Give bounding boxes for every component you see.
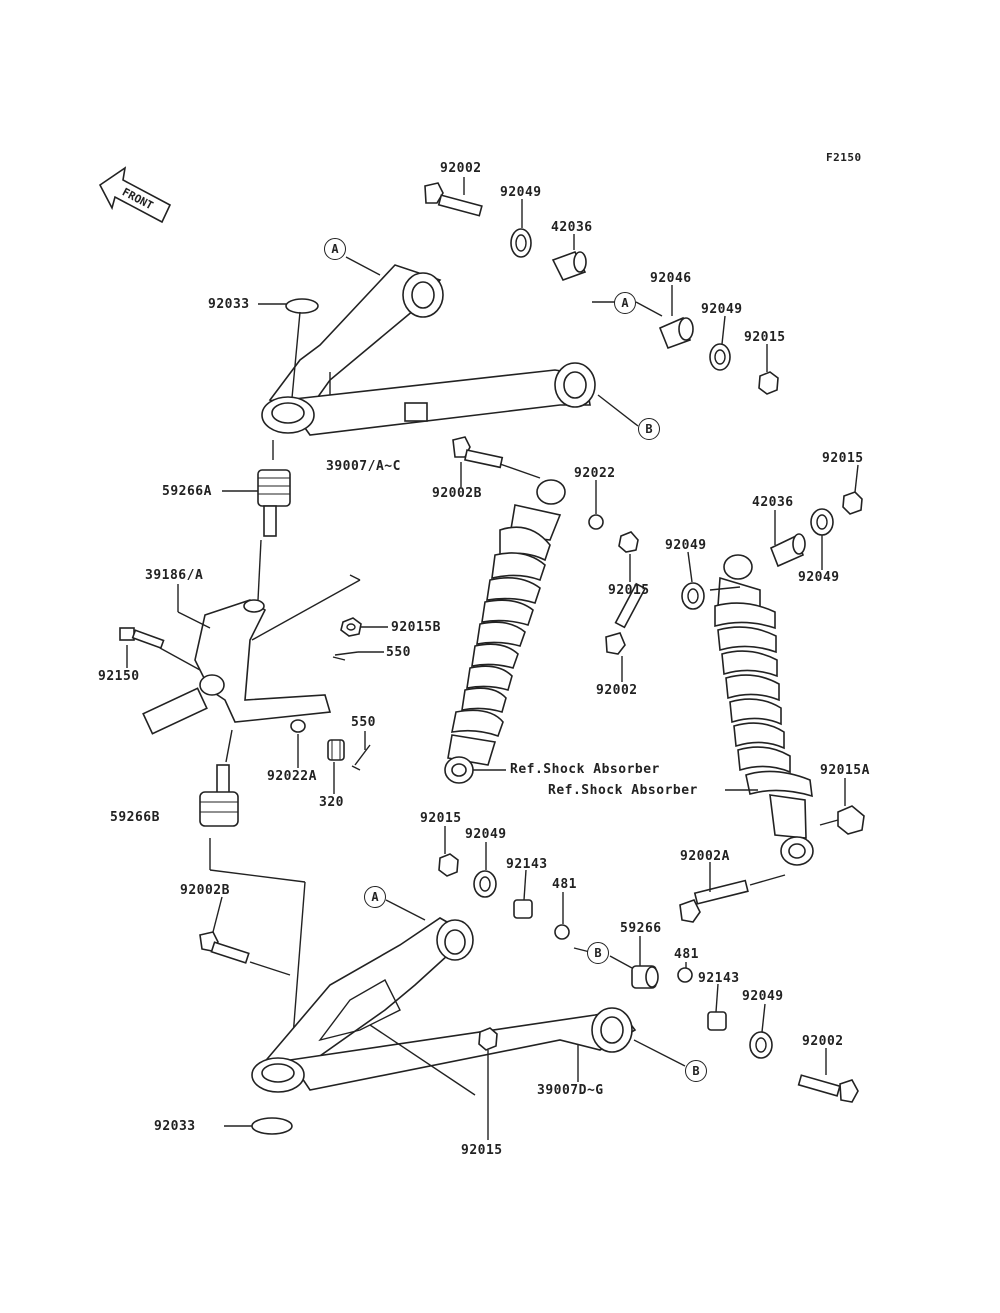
label-92002-mid: 92002: [596, 683, 638, 698]
washer-92049-low2: [749, 1031, 773, 1059]
collar-92143-a: [513, 899, 533, 919]
nut-92015-shock1: [618, 531, 639, 553]
bolt-92002-mid: [605, 582, 647, 655]
washer-92022: [588, 514, 604, 530]
label-92015-right: 92015: [822, 451, 864, 466]
label-92049-low: 92049: [465, 827, 507, 842]
label-92143-b: 92143: [698, 971, 740, 986]
cotter-pin-550b: [351, 744, 371, 771]
marker-a-upper: A: [324, 238, 346, 260]
label-59266b: 59266B: [110, 810, 160, 825]
cotter-pin-550a: [332, 651, 359, 661]
upper-a-arm: [261, 264, 596, 436]
bolt-92002b-low: [199, 931, 291, 976]
figure-code: F2150: [826, 151, 862, 164]
bolt-92002-low: [797, 1074, 859, 1103]
label-59266a: 59266A: [162, 484, 212, 499]
nut-92015b: [340, 617, 362, 637]
washer-92049-mid: [709, 343, 731, 371]
nut-92015-top: [758, 371, 779, 395]
label-481-b: 481: [674, 947, 699, 962]
label-481-a: 481: [552, 877, 577, 892]
marker-b-mid: B: [587, 942, 609, 964]
bushing-92046: [658, 316, 694, 350]
nut-92015-bottom: [478, 1027, 498, 1051]
label-92015a: 92015A: [820, 763, 870, 778]
label-550-a: 550: [386, 645, 411, 660]
label-42036-right: 42036: [752, 495, 794, 510]
collar-92143-b: [707, 1011, 727, 1031]
circlip-92033-top: [285, 298, 319, 314]
label-92049-mid: 92049: [701, 302, 743, 317]
shock-absorber-1: [444, 479, 566, 784]
label-550-b: 550: [351, 715, 376, 730]
washer-92049-shock2b: [810, 508, 834, 536]
label-92049-low2: 92049: [742, 989, 784, 1004]
ball-joint-upper: [257, 440, 291, 601]
collar-42036-right: [769, 533, 806, 568]
castle-nut-320: [327, 739, 345, 761]
nut-92015-low: [438, 853, 459, 877]
label-92046: 92046: [650, 271, 692, 286]
label-92002-top: 92002: [440, 161, 482, 176]
label-ref-shock-1: Ref.Shock Absorber: [510, 762, 660, 777]
lower-a-arm: [251, 917, 637, 1096]
label-92049-shock2a: 92049: [665, 538, 707, 553]
circlip-481-a: [554, 924, 570, 940]
label-92049-shock2b: 92049: [798, 570, 840, 585]
washer-92022a: [290, 719, 306, 733]
shock-absorber-2: [714, 554, 814, 866]
label-320: 320: [319, 795, 344, 810]
nut-92015a: [837, 805, 865, 835]
marker-b-lower: B: [685, 1060, 707, 1082]
label-92033-low: 92033: [154, 1119, 196, 1134]
nut-92015-right: [842, 491, 863, 515]
label-ref-shock-2: Ref.Shock Absorber: [548, 783, 698, 798]
label-92002a: 92002A: [680, 849, 730, 864]
label-92143-a: 92143: [506, 857, 548, 872]
bolt-92002a: [679, 874, 786, 923]
bolt-92150: [119, 627, 201, 671]
label-92015-bottom: 92015: [461, 1143, 503, 1158]
bolt-92002-top: [424, 182, 483, 217]
marker-a-lower: A: [364, 886, 386, 908]
label-92015-top: 92015: [744, 330, 786, 345]
label-42036-top: 42036: [551, 220, 593, 235]
washer-92049-low: [473, 870, 497, 898]
bolt-92002b-mid: [452, 436, 541, 479]
label-39186: 39186/A: [145, 568, 204, 583]
circlip-481-b: [677, 967, 693, 983]
collar-42036-top: [551, 251, 587, 281]
label-92002b-low: 92002B: [180, 883, 230, 898]
marker-a-top-right: A: [614, 292, 636, 314]
marker-b-upper: B: [638, 418, 660, 440]
washer-92049-top: [510, 228, 532, 258]
label-39007-top: 39007/A~C: [326, 459, 401, 474]
label-92033-top: 92033: [208, 297, 250, 312]
label-92022a: 92022A: [267, 769, 317, 784]
circlip-92033-low: [251, 1117, 293, 1135]
label-92002-low: 92002: [802, 1034, 844, 1049]
bushing-59266: [631, 965, 659, 989]
label-92015-shock1: 92015: [608, 583, 650, 598]
label-39007-low: 39007D~G: [537, 1083, 604, 1098]
label-59266: 59266: [620, 921, 662, 936]
label-92049-top: 92049: [500, 185, 542, 200]
label-92015b: 92015B: [391, 620, 441, 635]
label-92002b-mid: 92002B: [432, 486, 482, 501]
front-arrow-icon: FRONT: [98, 166, 172, 224]
steering-knuckle: [142, 574, 361, 735]
label-92015-low: 92015: [420, 811, 462, 826]
washer-92049-shock2a: [681, 582, 705, 610]
label-92150: 92150: [98, 669, 140, 684]
label-92022: 92022: [574, 466, 616, 481]
